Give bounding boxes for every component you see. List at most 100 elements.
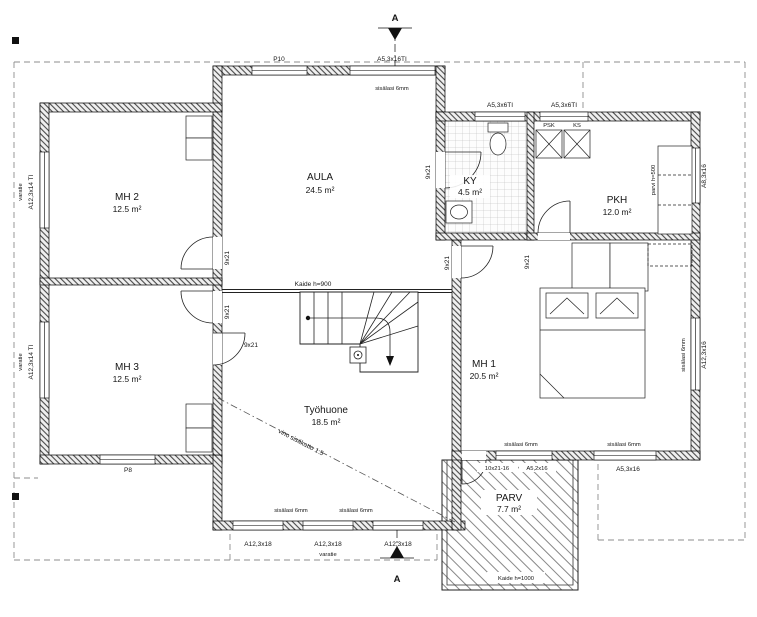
section-marker-bottom: A — [380, 530, 414, 585]
glass-note-top: sisälasi 6mm — [375, 86, 409, 92]
window-a123x18-1 — [232, 520, 284, 531]
door-size-mh2: 9x21 — [224, 251, 231, 265]
section-arrow-icon — [390, 546, 404, 558]
door-size-mh3: 9x21 — [224, 305, 231, 319]
door-size-pkh: 9x21 — [524, 255, 531, 269]
wall-center-left-lower — [212, 454, 223, 531]
room-area-tyohuone: 18.5 m² — [312, 417, 341, 427]
window-label-a123x18-3: A12,3x18 — [384, 541, 412, 548]
window-label-a53x6ti-2: A5,3x6TI — [551, 102, 577, 109]
window-label-a83x16: A8,3x16 — [701, 164, 708, 188]
door-mh2 — [180, 236, 222, 270]
window-a53x16 — [593, 450, 657, 461]
stair-direction-arrow — [305, 315, 394, 366]
glass-note-mh1-2: sisälasi 6mm — [607, 442, 641, 448]
mh1-wardrobe — [571, 242, 693, 292]
wall-center-right — [451, 239, 462, 531]
room-label-mh1: MH 1 — [472, 359, 496, 370]
glass-note-bottom-2: sisälasi 6mm — [339, 508, 373, 514]
flue-icon — [349, 346, 367, 364]
room-label-aula: AULA — [307, 172, 333, 183]
furniture — [185, 115, 693, 453]
sink-icon — [445, 200, 473, 224]
section-label-bottom: A — [394, 574, 401, 585]
wall-ky-bottom — [435, 232, 535, 241]
wall-pkh-bottom — [526, 232, 701, 241]
door-tyohuone — [212, 332, 246, 366]
appliance-label-psk: PSK — [543, 123, 555, 129]
section-label-top: A — [392, 13, 399, 24]
door-label-parv: 10x21-16 — [485, 466, 509, 472]
window-label-a53x16: A5,3x16 — [616, 466, 640, 473]
railing-note-1000: Kaide h=1000 — [498, 576, 534, 582]
window-label-p8: P8 — [124, 467, 132, 474]
window-label-a123x14ti-mh3: A12,3x14 TI — [28, 344, 35, 379]
window-a123x18-3 — [372, 520, 424, 531]
label-backgrounds — [450, 175, 556, 583]
section-arrow-icon — [388, 28, 402, 40]
window-a123x14ti-mh2 — [39, 151, 50, 229]
toilet-icon — [487, 122, 509, 156]
wall-ky-pkh-divider — [526, 111, 535, 241]
sloped-ceiling-line — [217, 397, 456, 523]
room-area-ky: 4.5 m² — [458, 187, 482, 197]
glass-note-right: sisälasi 6mm — [681, 338, 687, 372]
railing-note-900: Kaide h=900 — [295, 281, 332, 288]
window-label-p10: P10 — [273, 56, 285, 63]
doors — [180, 151, 571, 485]
room-label-mh3: MH 3 — [115, 362, 139, 373]
room-label-tyohuone: Työhuone — [304, 405, 348, 416]
mh3-closet — [185, 403, 213, 453]
door-mh1 — [452, 245, 494, 279]
room-label-mh2: MH 2 — [115, 192, 139, 203]
escape-note-mh3: varatie — [18, 353, 24, 370]
window-a53x6ti-1 — [474, 111, 526, 122]
escape-note-bottom: varatie — [319, 552, 336, 558]
room-area-pkh: 12.0 m² — [603, 207, 632, 217]
loft-height-note: parvi h=500 — [651, 165, 657, 195]
glass-note-mh1-1: sisälasi 6mm — [504, 442, 538, 448]
eave-overhang-lines — [13, 61, 746, 561]
room-area-mh2: 12.5 m² — [113, 204, 142, 214]
window-label-a52x16: A5,2x16 — [526, 466, 547, 472]
door-mh3 — [180, 290, 222, 324]
wall-mh2-mh3-divider — [39, 277, 223, 286]
window-label-a123x16: A12,3x16 — [701, 341, 708, 369]
window-label-a53x6ti-1: A5,3x6TI — [487, 102, 513, 109]
window-p10 — [251, 65, 308, 76]
appliance-label-ks: KS — [573, 123, 581, 129]
labels: MH 2 12.5 m² MH 3 12.5 m² AULA 24.5 m² K… — [18, 56, 708, 582]
room-area-mh3: 12.5 m² — [113, 374, 142, 384]
bed — [539, 287, 646, 399]
window-a53x16ti — [349, 65, 436, 76]
room-area-parv: 7.7 m² — [497, 504, 521, 514]
window-label-a123x18-1: A12,3x18 — [244, 541, 272, 548]
window-p8 — [99, 454, 156, 465]
glass-note-bottom-1: sisälasi 6mm — [274, 508, 308, 514]
window-label-a53x16ti: A5,3x16TI — [377, 56, 407, 63]
section-marker-top: A — [378, 13, 412, 66]
window-a123x18-2 — [302, 520, 354, 531]
window-label-a123x14ti-mh2: A12,3x14 TI — [28, 174, 35, 209]
pkh-closet-row — [657, 145, 693, 235]
window-label-a123x18-2: A12,3x18 — [314, 541, 342, 548]
windows — [39, 65, 701, 531]
registration-marks — [12, 37, 19, 500]
door-size-mh1: 9x21 — [444, 256, 451, 270]
dryer-ks — [563, 129, 591, 159]
window-a53x6ti-2 — [539, 111, 589, 122]
washer-psk — [535, 129, 563, 159]
door-size-tyohuone: 9x21 — [244, 342, 258, 349]
room-label-ky: KY — [463, 176, 477, 187]
room-area-mh1: 20.5 m² — [470, 371, 499, 381]
window-a52x16 — [495, 450, 553, 461]
registration-mark — [12, 493, 19, 500]
escape-note-mh2: varatie — [18, 183, 24, 200]
wall-rightwing-bottom — [451, 450, 701, 461]
door-pkh — [537, 200, 571, 240]
registration-mark — [12, 37, 19, 44]
room-area-aula: 24.5 m² — [306, 185, 335, 195]
window-a123x16 — [690, 317, 701, 391]
